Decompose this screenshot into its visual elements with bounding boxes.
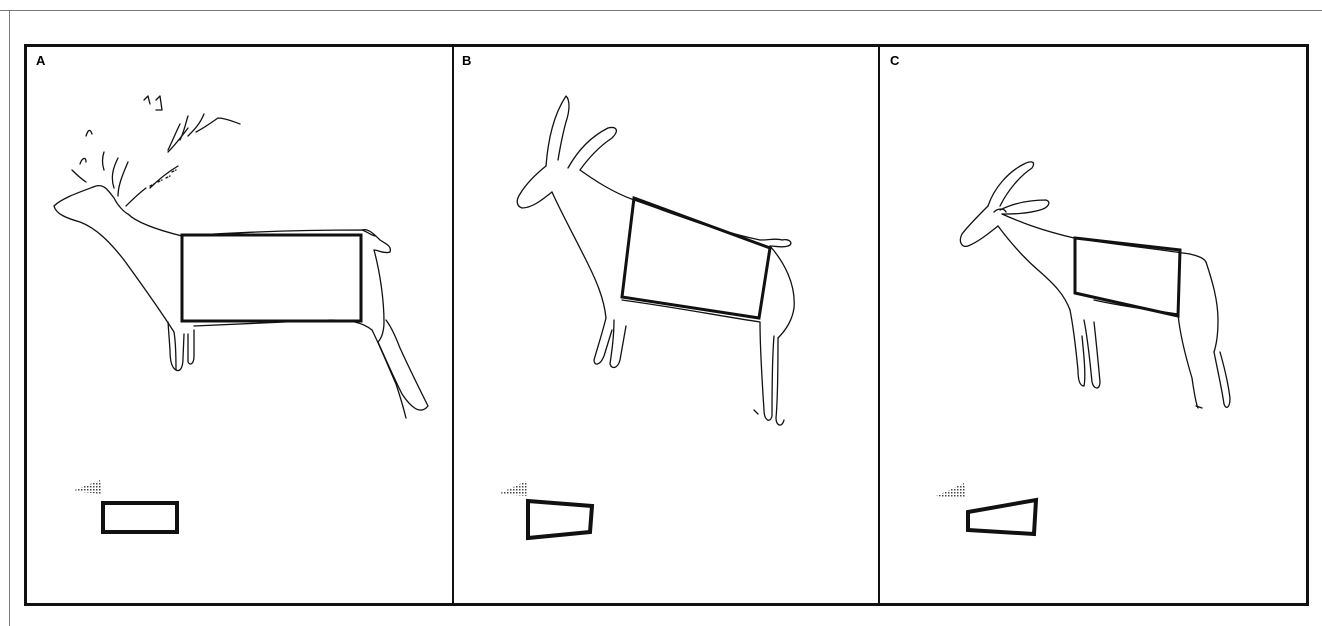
legend-trapezoid-b [526, 498, 595, 541]
legend-rectangle-a [101, 501, 179, 534]
deer-body-rectangle [180, 233, 363, 323]
figure-frame [24, 44, 1309, 606]
panel-divider-bc [878, 44, 880, 606]
ibex-drawing [959, 161, 1231, 409]
page-left-rule [9, 10, 10, 626]
panel-label-b: B [462, 53, 472, 68]
legend-trapezoid-c [966, 497, 1039, 537]
goat-drawing [516, 95, 795, 426]
dotted-wedge-c [936, 483, 966, 498]
goat-body-quadrilateral [620, 195, 772, 320]
dotted-wedge-b [498, 481, 528, 496]
panel-label-c: C [890, 53, 900, 68]
page-top-rule [0, 10, 1322, 11]
ibex-body-quadrilateral [1073, 236, 1182, 318]
dotted-wedge-a [72, 480, 102, 494]
panel-divider-ab [452, 44, 454, 606]
deer-drawing [53, 95, 429, 419]
panel-label-a: A [36, 53, 46, 68]
